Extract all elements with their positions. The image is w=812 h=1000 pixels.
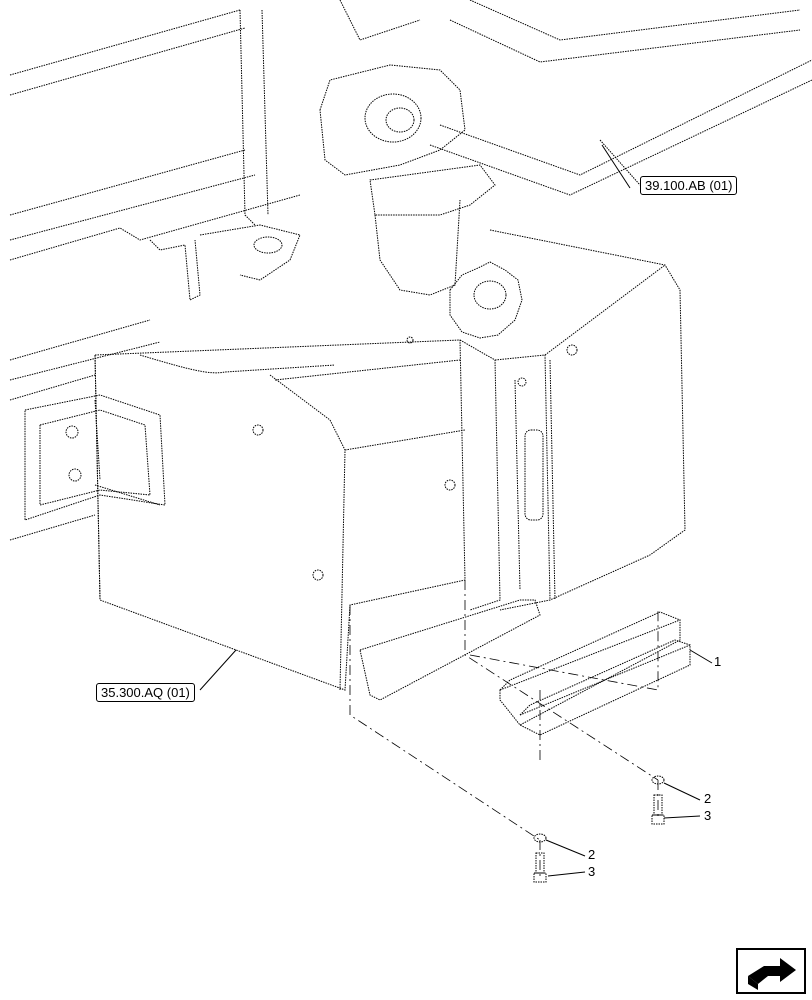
callout-item-2-lower: 2: [588, 847, 596, 862]
reference-label-left[interactable]: 35.300.AQ (01): [96, 683, 195, 702]
reference-label-top[interactable]: 39.100.AB (01): [640, 176, 738, 195]
machine-frame: [9, 9, 301, 541]
next-page-arrow-icon[interactable]: [736, 948, 806, 994]
upper-rails: [339, 0, 812, 196]
callout-item-2-upper: 2: [704, 791, 712, 806]
leader-lines: [199, 144, 713, 877]
part-1-strips: [499, 611, 691, 736]
callout-item-3-lower: 3: [588, 864, 596, 879]
fasteners: [533, 775, 665, 883]
mount-bracket: [319, 64, 496, 296]
tank-bolts: [65, 336, 578, 581]
assembly-lines: [349, 580, 659, 880]
callout-item-3-upper: 3: [704, 808, 712, 823]
callout-item-1: 1: [714, 654, 722, 669]
fuel-cap: [449, 261, 523, 339]
handle-plate: [24, 394, 166, 521]
tank-body: [94, 229, 686, 701]
